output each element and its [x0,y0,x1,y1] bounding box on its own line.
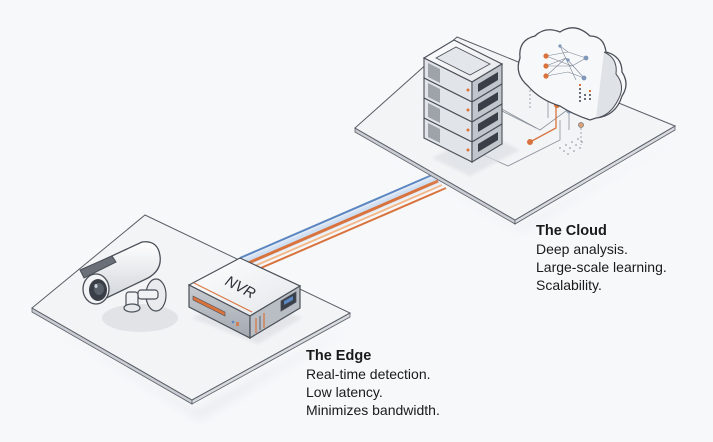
server-unit [423,57,503,103]
edge-line: Real-time detection. [306,366,431,382]
data-bars-icon [579,84,591,102]
data-link-cables [239,174,447,272]
blue-cable [239,174,433,259]
security-camera-icon [79,241,178,332]
cloud-line: Large-scale learning. [536,259,667,275]
edge-caption: The Edge Real-time detection. Low latenc… [306,347,440,419]
light-orange-cable [249,184,443,269]
server-rack-icon [422,39,520,176]
cloud-caption: The Cloud Deep analysis. Large-scale lea… [536,222,667,294]
cloud-ai-icon [517,27,627,121]
edge-title: The Edge [306,348,372,364]
nvr-device-icon: NVR [187,257,302,344]
cloud-title: The Cloud [536,223,607,239]
cloud-line: Deep analysis. [536,241,628,257]
neural-network-icon [543,44,589,81]
orange-cable [245,179,439,266]
edge-line: Low latency. [306,384,383,400]
orange-cable-2 [253,187,447,272]
edge-line: Minimizes bandwidth. [306,402,440,418]
server-unit [423,77,503,123]
cloud-line: Scalability. [536,277,602,293]
server-unit [423,117,503,163]
